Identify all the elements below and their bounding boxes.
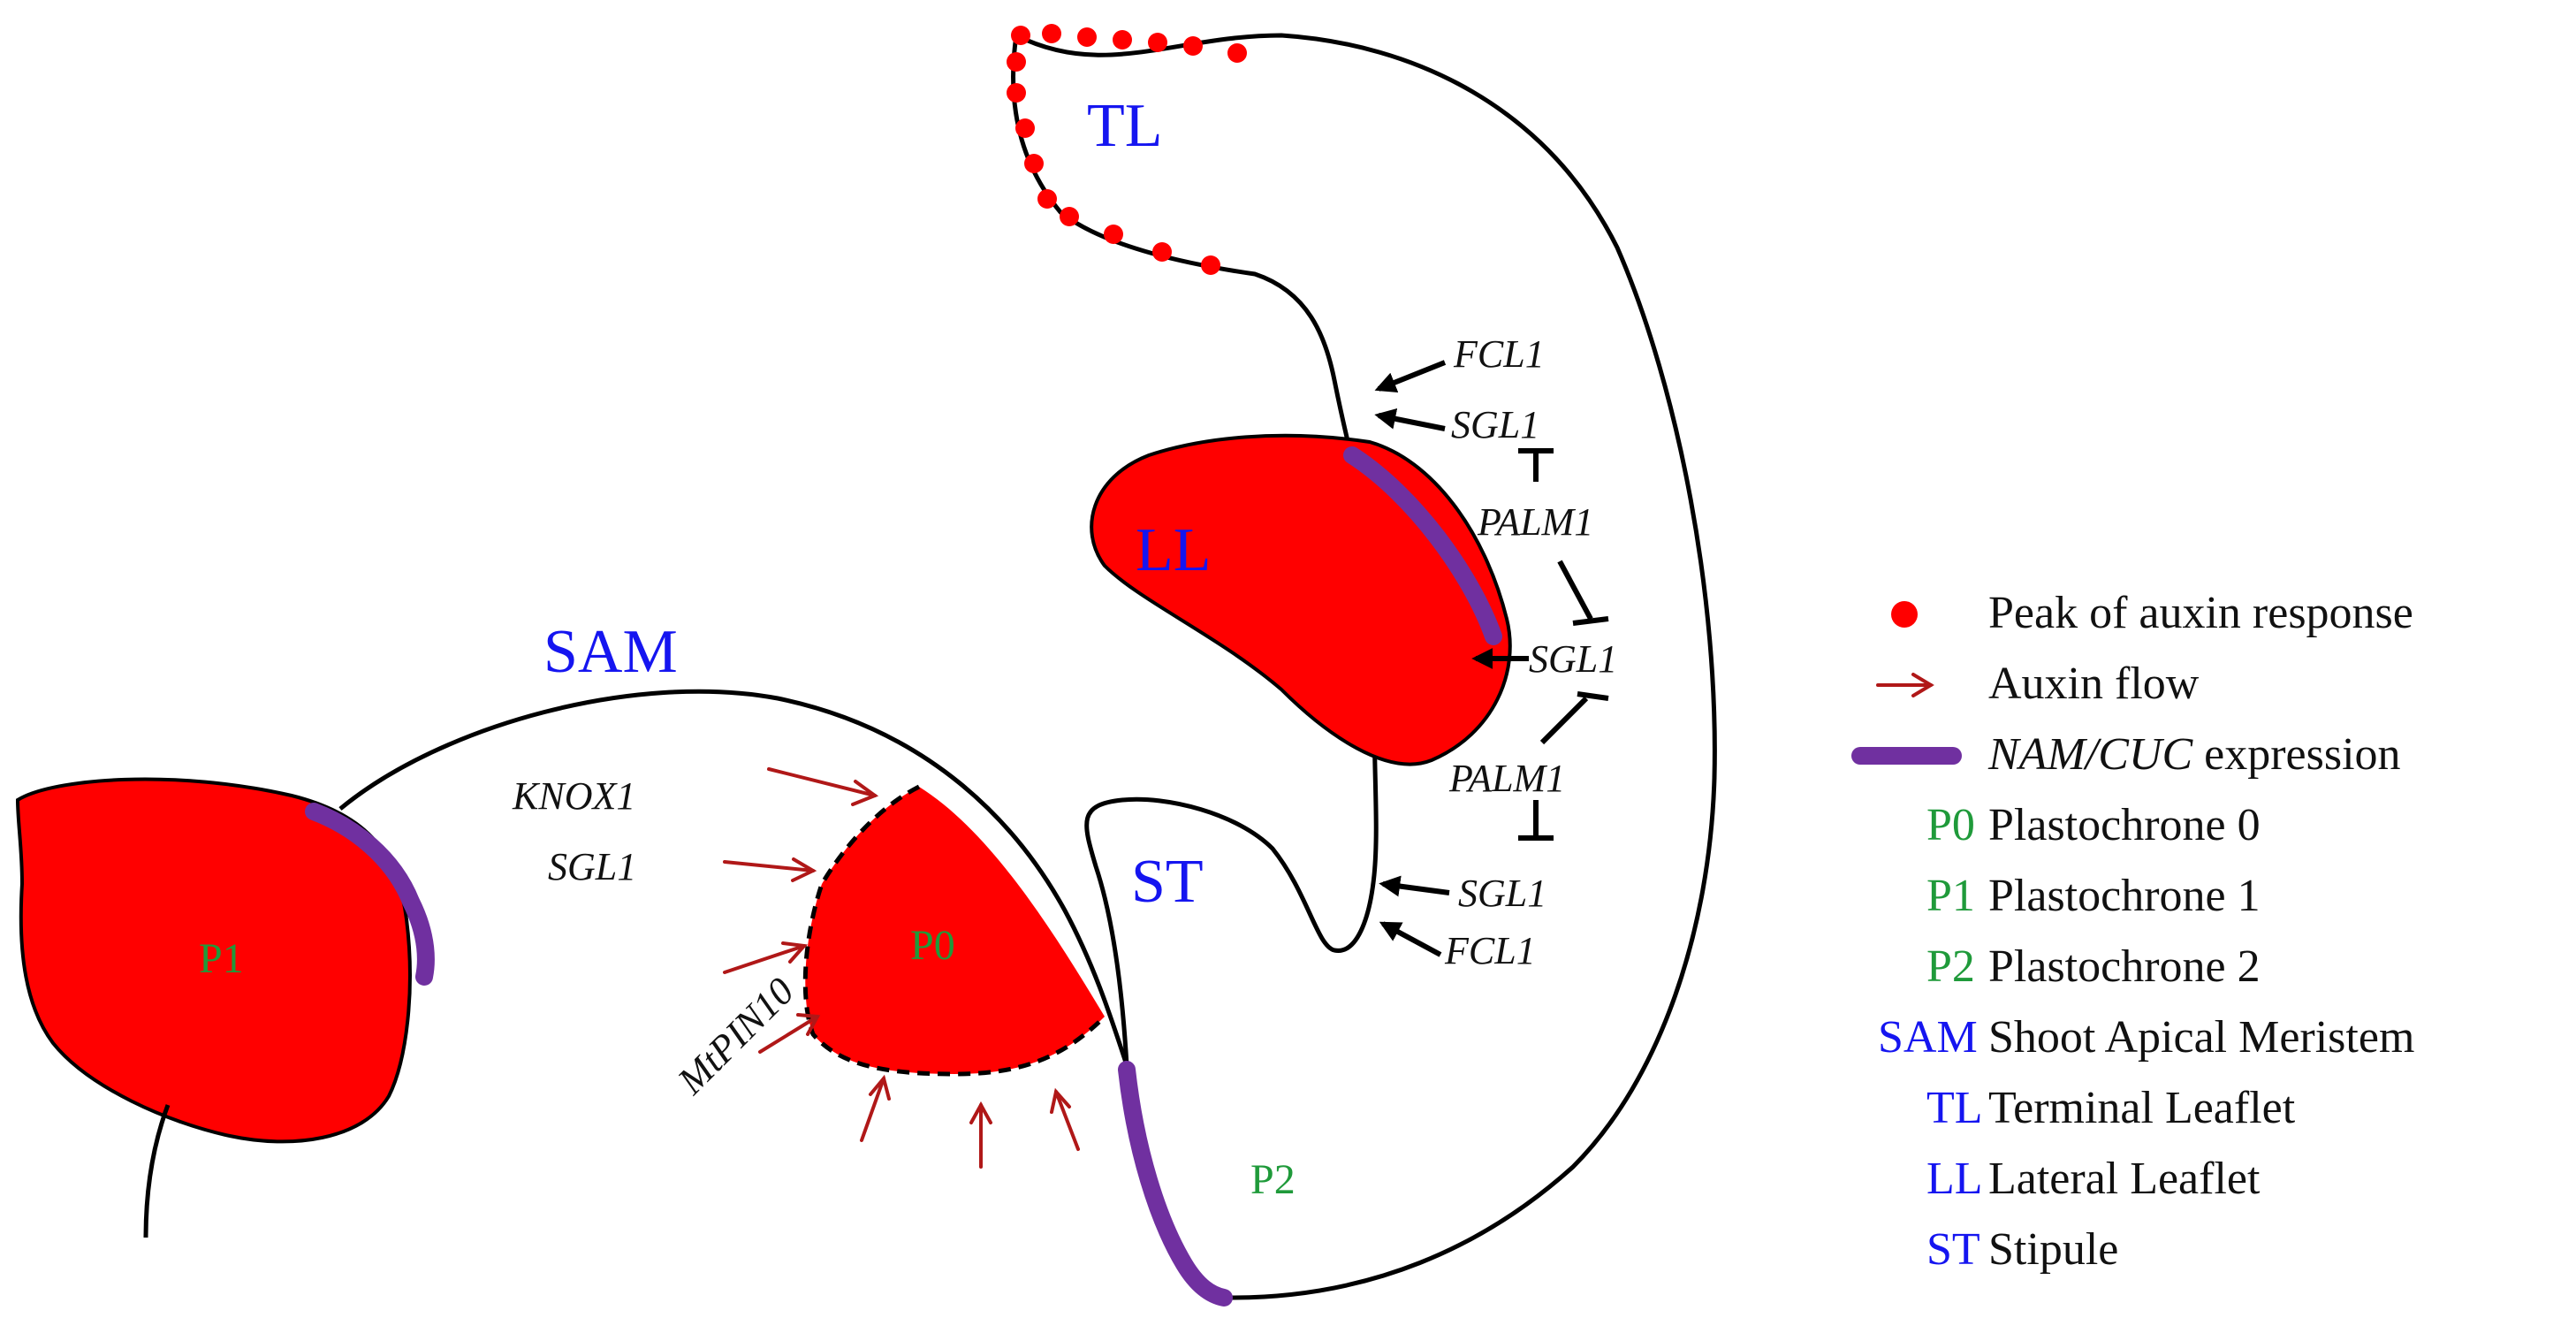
- legend: Peak of auxin response Auxin flow NAM/CU…: [1851, 588, 2414, 1275]
- auxin-flow-arrow: [969, 1101, 992, 1169]
- legend-auxin-flow-icon: [1876, 673, 1934, 697]
- gene-sgl1-top: SGL1: [1451, 403, 1539, 446]
- gene-sgl1-mid: SGL1: [1529, 637, 1617, 681]
- auxin-peak-dot: [1007, 52, 1026, 72]
- leaf-outline: [1014, 33, 1717, 1300]
- legend-text: Shoot Apical Meristem: [1988, 1012, 2414, 1063]
- label-st: ST: [1131, 848, 1204, 916]
- auxin-peak-dot: [1152, 242, 1172, 262]
- auxin-flow-arrow: [860, 1074, 891, 1142]
- p0-primordium: [805, 787, 1105, 1074]
- fcl1-bottom-arrow: [1379, 921, 1442, 957]
- auxin-flow-arrow: [1050, 1087, 1080, 1151]
- sgl1-bottom-arrow: [1379, 875, 1450, 897]
- legend-text: Lateral Leaflet: [1988, 1154, 2261, 1204]
- gene-sgl1-sam: SGL1: [548, 845, 636, 888]
- gene-fcl1-bottom: FCL1: [1444, 929, 1536, 972]
- gene-palm1-top: PALM1: [1477, 500, 1593, 544]
- sam-outline: [338, 689, 1129, 1066]
- gene-knox1: KNOX1: [512, 774, 635, 818]
- auxin-peak-dot: [1148, 33, 1167, 52]
- fcl1-top-arrow: [1374, 360, 1447, 393]
- gene-sgl1-bottom: SGL1: [1458, 872, 1546, 915]
- legend-text: Plastochrone 0: [1988, 800, 2261, 850]
- regulatory-arrows: [1374, 360, 1609, 957]
- auxin-peak-dot: [1060, 207, 1079, 226]
- legend-key: SAM: [1878, 1012, 1978, 1063]
- auxin-peak-dot: [1113, 30, 1132, 50]
- legend-text: Stipule: [1988, 1224, 2118, 1275]
- label-p2: P2: [1250, 1156, 1296, 1203]
- auxin-peak-dot: [1201, 255, 1220, 275]
- legend-text: NAM/CUC expression: [1987, 729, 2401, 780]
- legend-text: Terminal Leaflet: [1988, 1083, 2296, 1133]
- gene-palm1-bottom: PALM1: [1448, 757, 1565, 800]
- legend-text: Plastochrone 1: [1988, 871, 2261, 921]
- auxin-peak-dot: [1042, 24, 1061, 43]
- legend-key: P0: [1926, 800, 1975, 850]
- p0-dashed-boundary: [802, 784, 1106, 1077]
- palm1-bottom-inhibit-up: [1539, 696, 1589, 745]
- auxin-peak-dot: [1183, 36, 1203, 56]
- auxin-peak-dot: [1037, 189, 1057, 209]
- label-tl: TL: [1087, 92, 1163, 160]
- legend-text: Plastochrone 2: [1988, 941, 2261, 992]
- sgl1-top-arrow: [1374, 408, 1446, 431]
- auxin-peak-dot: [1015, 118, 1035, 138]
- legend-text: Peak of auxin response: [1988, 588, 2413, 638]
- leaf-inner-outline: [1011, 34, 1379, 1066]
- palm1-top-inhibit-mid: [1557, 560, 1593, 621]
- auxin-peak-dot: [1104, 225, 1123, 244]
- auxin-peak-dot: [1227, 43, 1247, 63]
- ll-nam-cuc-expression: [1343, 446, 1502, 645]
- auxin-flow-arrow: [767, 767, 879, 806]
- legend-key: P1: [1926, 871, 1975, 921]
- label-p1: P1: [199, 935, 244, 982]
- ll-primordium: [1090, 433, 1512, 766]
- label-sam: SAM: [543, 618, 678, 686]
- p2-nam-cuc-expression: [1118, 1061, 1233, 1307]
- legend-key: ST: [1926, 1224, 1980, 1275]
- legend-key: TL: [1926, 1083, 1983, 1133]
- label-p0: P0: [910, 922, 955, 969]
- auxin-flow-arrow: [723, 857, 817, 882]
- legend-auxin-peak-icon: [1891, 601, 1918, 628]
- auxin-flow-arrow: [758, 1013, 821, 1054]
- auxin-peak-dot: [1024, 154, 1044, 173]
- auxin-flow-arrows: [723, 767, 1080, 1169]
- gene-fcl1-top: FCL1: [1453, 332, 1545, 376]
- legend-text: Auxin flow: [1988, 659, 2200, 709]
- legend-key: P2: [1926, 941, 1975, 992]
- p1-nam-cuc-expression: [305, 803, 435, 986]
- auxin-peak-dot: [1077, 27, 1097, 47]
- p1-stalk: [143, 1104, 171, 1238]
- legend-key: LL: [1926, 1154, 1983, 1204]
- label-ll: LL: [1136, 516, 1212, 584]
- auxin-peak-dot: [1011, 26, 1030, 45]
- auxin-flow-arrow: [723, 941, 809, 974]
- auxin-peak-dot: [1007, 83, 1026, 103]
- auxin-peak-dots: [1007, 24, 1247, 275]
- p1-primordium: [15, 777, 412, 1144]
